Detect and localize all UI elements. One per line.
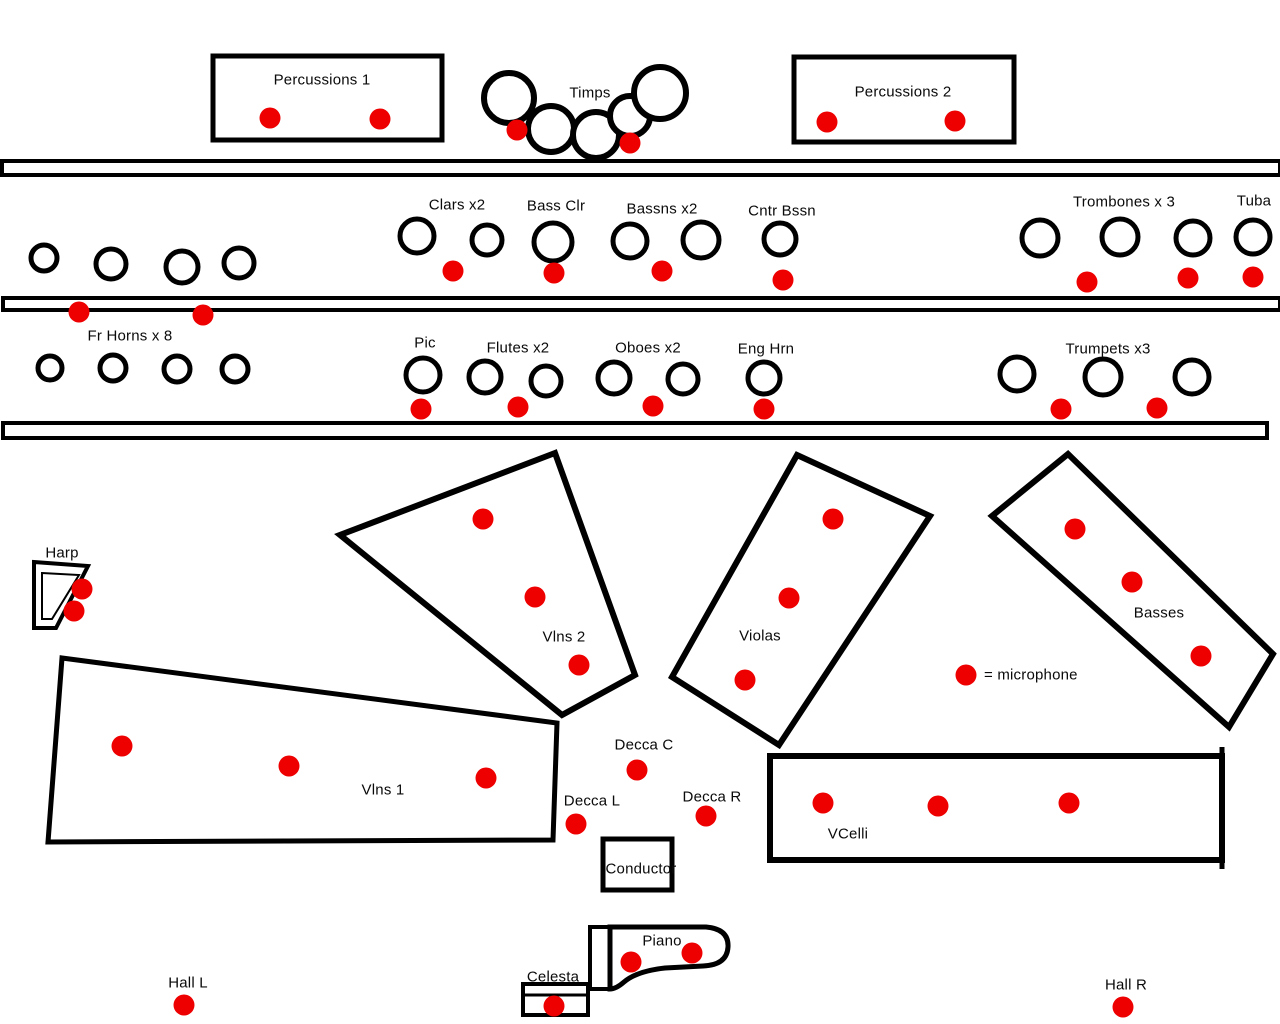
microphone-dot: [1190, 645, 1212, 667]
chair: [397, 216, 437, 256]
microphone-dot: [63, 600, 85, 622]
microphone-dot: [506, 119, 528, 141]
microphone-dot: [734, 669, 756, 691]
chair: [1019, 217, 1061, 259]
violas-area: [667, 451, 935, 750]
chair: [1082, 356, 1124, 398]
chair: [97, 352, 129, 384]
microphone-dot: [543, 995, 565, 1017]
chair: [665, 361, 701, 397]
microphone-dot: [259, 107, 281, 129]
piano-keyboard: [588, 925, 612, 991]
microphone-dot: [1121, 571, 1143, 593]
microphone-dot: [1112, 996, 1134, 1018]
chair: [610, 221, 650, 261]
microphone-dot: [822, 508, 844, 530]
timpani-drum: [631, 64, 689, 122]
microphone-dot: [626, 759, 648, 781]
chair: [531, 220, 575, 264]
chair: [466, 358, 504, 396]
microphone-dot: [753, 398, 775, 420]
chair: [1233, 217, 1273, 257]
microphone-dot: [410, 398, 432, 420]
microphone-dot: [543, 262, 565, 284]
chair: [1173, 218, 1213, 258]
chair: [161, 353, 193, 385]
chair: [680, 219, 722, 261]
microphone-dot: [1242, 266, 1264, 288]
conductor-box: [600, 836, 675, 893]
timpani-drum: [525, 103, 577, 155]
vlns-2-area: [334, 449, 639, 719]
chair: [163, 248, 201, 286]
microphone-dot: [565, 813, 587, 835]
chair: [28, 242, 60, 274]
microphone-dot: [1076, 271, 1098, 293]
microphone-dot: [681, 942, 703, 964]
vcelli-box: [767, 753, 1225, 863]
microphone-dot: [472, 508, 494, 530]
microphone-dot: [772, 269, 794, 291]
microphone-dot: [944, 110, 966, 132]
chair: [221, 245, 257, 281]
microphone-dot: [651, 260, 673, 282]
microphone-dot: [620, 951, 642, 973]
stage-riser: [1, 296, 1280, 312]
microphone-dot: [816, 111, 838, 133]
microphone-dot: [778, 587, 800, 609]
microphone-dot: [475, 767, 497, 789]
microphone-dot: [111, 735, 133, 757]
basses-area: [987, 449, 1277, 732]
percussions-1-box: [210, 53, 445, 143]
chair: [528, 363, 564, 399]
piano-body: [607, 924, 731, 992]
microphone-dot: [568, 654, 590, 676]
microphone-dot: [524, 586, 546, 608]
microphone-dot: [619, 132, 641, 154]
microphone-dot: [278, 755, 300, 777]
harp-outline-inner: [41, 571, 81, 620]
microphone-dot: [71, 578, 93, 600]
microphone-dot: [173, 994, 195, 1016]
harp-outline-outer: [32, 559, 92, 630]
microphone-dot: [927, 795, 949, 817]
vlns-1-area: [45, 655, 560, 845]
microphone-dot: [369, 108, 391, 130]
microphone-dot: [642, 395, 664, 417]
microphone-dot: [1064, 518, 1086, 540]
stage-riser: [1, 421, 1269, 440]
chair: [745, 359, 783, 397]
chair: [93, 246, 129, 282]
microphone-dot: [68, 301, 90, 323]
microphone-dot: [1177, 267, 1199, 289]
microphone-dot: [695, 805, 717, 827]
chair: [35, 353, 65, 383]
microphone-dot: [1050, 398, 1072, 420]
microphone-dot: [812, 792, 834, 814]
microphone-dot: [955, 664, 977, 686]
chair: [403, 355, 443, 395]
chair: [595, 359, 633, 397]
microphone-dot: [442, 260, 464, 282]
percussions-2-box: [791, 54, 1017, 145]
microphone-dot: [507, 396, 529, 418]
stage-riser: [0, 159, 1280, 177]
chair: [997, 354, 1037, 394]
chair: [219, 353, 251, 385]
chair: [1099, 216, 1141, 258]
microphone-dot: [1058, 792, 1080, 814]
chair: [1172, 357, 1212, 397]
chair: [469, 222, 505, 258]
timpani-drum: [481, 70, 537, 126]
chair: [761, 220, 799, 258]
microphone-dot: [192, 304, 214, 326]
microphone-dot: [1146, 397, 1168, 419]
